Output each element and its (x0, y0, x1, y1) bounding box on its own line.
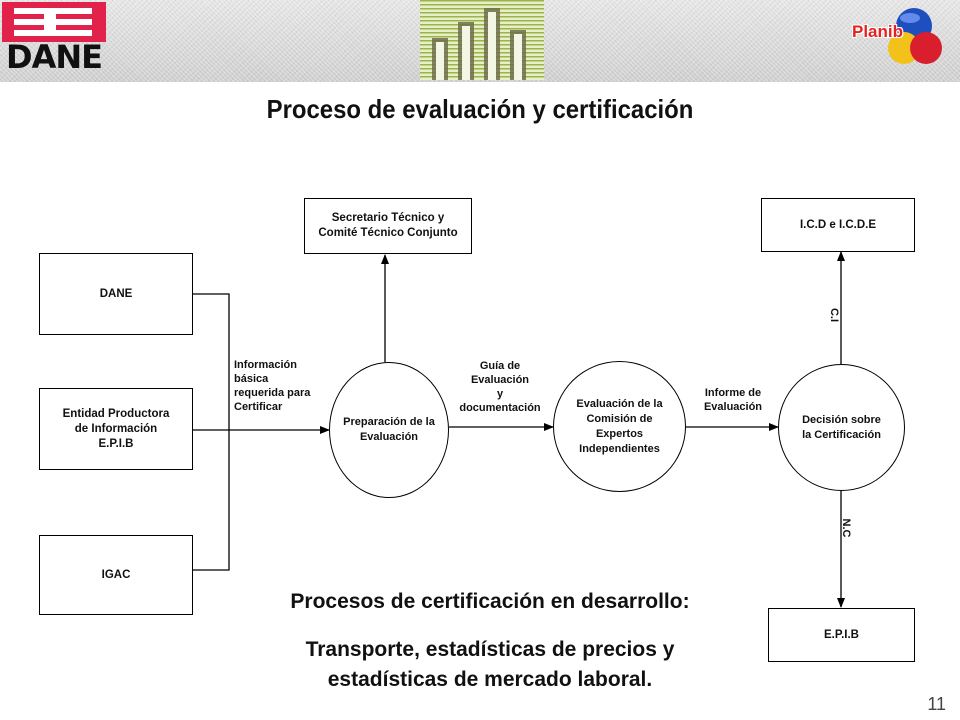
label-guia-line1: Guía de (479, 360, 521, 372)
box-entidad-line1: Entidad Productora (62, 407, 170, 420)
box-epib: E.P.I.B (768, 608, 915, 662)
page-title: Proceso de evaluación y certificación (266, 94, 694, 124)
label-informacion-basica: Información básica requerida para Certif… (234, 358, 310, 414)
label-informe-evaluacion: Informe de Evaluación (690, 386, 776, 414)
box-dane-label: DANE (99, 287, 133, 300)
box-secretario-tecnico: Secretario Técnico y Comité Técnico Conj… (304, 198, 472, 254)
page-number: 11 (927, 694, 946, 714)
box-entidad-line2: de Información (74, 422, 158, 435)
label-guia-line4: documentación (459, 402, 541, 414)
box-icd-icde: I.C.D e I.C.D.E (761, 198, 915, 252)
ellipse-decision-line1: Decisión sobre (802, 413, 881, 426)
ellipse-evaluacion-line2: Comisión de (586, 412, 653, 425)
label-info-line1: Información (234, 359, 297, 371)
label-info-line2: básica (234, 373, 269, 385)
label-informe-line1: Informe de (704, 387, 762, 399)
planib-logo-icon (888, 8, 942, 64)
box-entidad-line3: E.P.I.B (98, 437, 134, 450)
label-ci: C.I (828, 307, 840, 323)
label-informe-line2: Evaluación (703, 401, 763, 413)
ellipse-decision-line2: la Certificación (802, 428, 881, 441)
box-dane: DANE (39, 253, 193, 335)
label-nc: N.C (840, 518, 852, 538)
box-secretario-line2: Comité Técnico Conjunto (318, 227, 458, 239)
box-igac: IGAC (39, 535, 193, 615)
ellipse-decision-certificacion: Decisión sobre la Certificación (778, 364, 905, 491)
connector-dane (193, 293, 230, 571)
ellipse-evaluacion-comision: Evaluación de la Comisión de Expertos In… (553, 361, 686, 492)
label-info-line4: Certificar (234, 401, 283, 413)
bottom-line2: estadísticas de mercado laboral. (327, 668, 653, 691)
label-guia-line3: y (496, 388, 504, 400)
bar-graphic-logo-icon (420, 0, 544, 80)
dane-logo-text: DANE (6, 38, 103, 76)
bottom-description: Transporte, estadísticas de precios y es… (180, 635, 800, 695)
bottom-line1: Transporte, estadísticas de precios y (305, 638, 675, 661)
bottom-heading: Procesos de certificación en desarrollo: (290, 590, 690, 613)
box-icd-label: I.C.D e I.C.D.E (799, 218, 877, 231)
planib-logo-text: Planib (852, 22, 904, 41)
ellipse-evaluacion-line3: Expertos (595, 427, 644, 440)
box-secretario-line1: Secretario Técnico y (331, 212, 445, 224)
dane-logo-icon (2, 2, 106, 42)
ellipse-evaluacion-line1: Evaluación de la (576, 397, 663, 410)
ellipse-preparacion-line1: Preparación de la (343, 416, 435, 428)
label-guia-evaluacion: Guía de Evaluación y documentación (451, 359, 549, 415)
box-epib-label: E.P.I.B (824, 628, 859, 641)
box-igac-label: IGAC (101, 568, 131, 581)
ellipse-preparacion-line2: Evaluación (359, 431, 419, 443)
label-guia-line2: Evaluación (470, 374, 530, 386)
ellipse-preparacion-evaluacion: Preparación de la Evaluación (329, 362, 449, 498)
label-info-line3: requerida para (234, 387, 311, 399)
box-entidad-productora: Entidad Productora de Información E.P.I.… (39, 388, 193, 470)
ellipse-evaluacion-line4: Independientes (579, 442, 660, 455)
